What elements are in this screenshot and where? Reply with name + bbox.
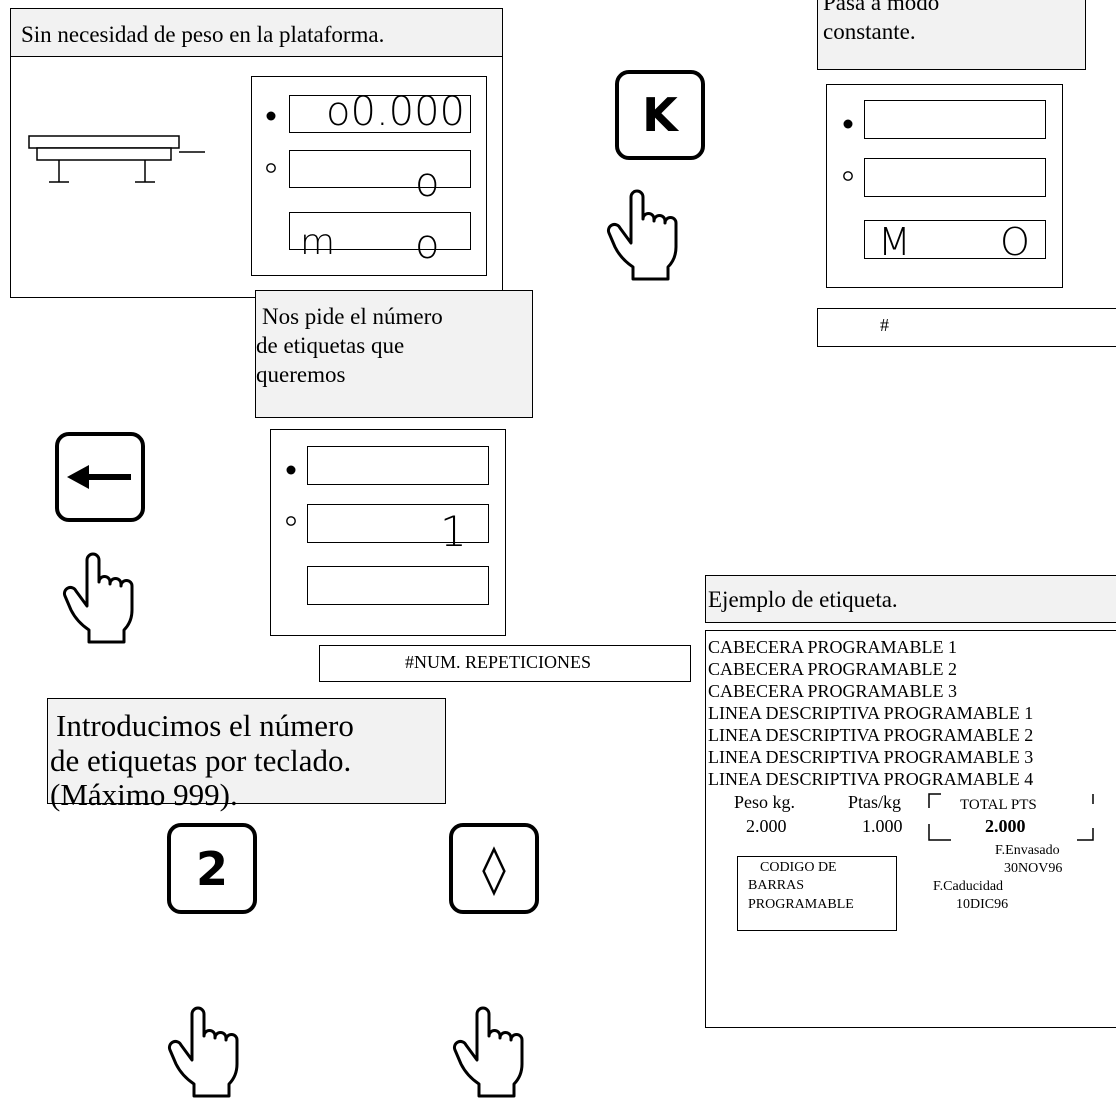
display-1-row3 [289, 212, 471, 250]
label-example [705, 630, 1116, 1028]
diamond-key-label: ◊ [482, 840, 506, 897]
diamond-key-button[interactable]: ◊ [449, 823, 539, 914]
pointing-hand-icon [606, 189, 678, 281]
caption-enter-number-line3: (Máximo 999). [50, 777, 238, 813]
caption-constant-mode-line2: constante. [823, 18, 916, 44]
caducidad-header: F.Caducidad [933, 879, 1004, 894]
display-1-row3-right: o [415, 222, 440, 268]
caption-number-request: Nos pide el número de etiquetas que quer… [255, 290, 533, 418]
digit-2-key-label: 2 [195, 841, 228, 896]
envasado-header: F.Envasado [995, 843, 1060, 858]
status-bar-2 [817, 308, 1116, 347]
barcode-line1: CODIGO DE [760, 860, 837, 875]
label-line: LINEA DESCRIPTIVA PROGRAMABLE 4 [708, 769, 1034, 789]
caption-number-request-line3: queremos [256, 361, 346, 387]
display-2-row2 [864, 158, 1046, 197]
caption-number-request-line1: Nos pide el número [262, 304, 443, 329]
display-1 [251, 76, 487, 276]
label-line: CABECERA PROGRAMABLE 1 [708, 637, 958, 657]
filled-indicator-icon [286, 465, 296, 475]
pointing-hand-icon [167, 1006, 239, 1098]
display-3-row3 [307, 566, 489, 605]
k-key-button[interactable]: K [615, 70, 705, 160]
barcode-box [737, 856, 897, 931]
pointing-hand-icon [452, 1006, 524, 1098]
status-bar-2-text: # [880, 315, 889, 335]
display-2-row1 [864, 100, 1046, 139]
caption-constant-mode-line1: Pasa a modo [823, 0, 940, 15]
caption-number-request-line2: de etiquetas que [256, 332, 405, 358]
filled-indicator-icon [843, 119, 853, 129]
caption-label-example: Ejemplo de etiqueta. [705, 575, 1116, 623]
label-line: LINEA DESCRIPTIVA PROGRAMABLE 2 [708, 725, 1034, 745]
display-3-row1 [307, 446, 489, 485]
left-arrow-key-button[interactable] [55, 432, 145, 522]
display-3 [270, 429, 506, 636]
hollow-indicator-icon [266, 163, 276, 173]
caducidad-value: 10DIC96 [956, 897, 1009, 912]
ptas-value: 1.000 [862, 816, 903, 836]
barcode-line2: BARRAS [748, 878, 805, 893]
caption-enter-number-line1: Introducimos el número [56, 708, 354, 743]
display-1-row1-value: o0.000 [326, 89, 465, 135]
total-header: TOTAL PTS [960, 797, 1037, 813]
digit-2-key-button[interactable]: 2 [167, 823, 257, 914]
display-3-row2-value: 1 [440, 507, 467, 556]
label-lines: CABECERA PROGRAMABLE 1 CABECERA PROGRAMA… [708, 636, 1033, 790]
pointing-hand-icon [62, 552, 134, 644]
ptas-header: Ptas/kg [848, 792, 902, 812]
display-1-row3-left: m [300, 222, 336, 263]
caption-enter-number: Introducimos el número de etiquetas por … [47, 698, 446, 812]
hollow-indicator-icon [843, 171, 853, 181]
k-key-label: K [642, 88, 678, 142]
status-bar-3-text: #NUM. REPETICIONES [405, 652, 592, 672]
peso-value: 2.000 [746, 816, 787, 836]
scale-platform-icon [28, 135, 205, 183]
peso-header: Peso kg. [734, 792, 796, 812]
caption-no-weight-text: Sin necesidad de peso en la plataforma. [21, 22, 385, 47]
display-1-row2-value: o [415, 160, 440, 206]
display-2-row3 [864, 220, 1046, 259]
left-arrow-icon [67, 465, 131, 489]
display-2 [826, 84, 1063, 288]
display-1-row1 [289, 95, 471, 133]
status-bar-3 [319, 645, 691, 682]
display-2-row3-right: O [1000, 220, 1030, 264]
total-brackets [928, 793, 1094, 841]
caption-no-weight: Sin necesidad de peso en la plataforma. [10, 8, 503, 58]
scale-panel [10, 56, 503, 298]
label-line: CABECERA PROGRAMABLE 3 [708, 681, 958, 701]
label-line: LINEA DESCRIPTIVA PROGRAMABLE 3 [708, 747, 1034, 767]
caption-enter-number-line2: de etiquetas por teclado. [50, 742, 352, 778]
display-2-row3-left: M [878, 220, 911, 264]
display-3-row2 [307, 504, 489, 543]
caption-constant-mode: Pasa a modo constante. [817, 0, 1086, 70]
caption-label-example-text: Ejemplo de etiqueta. [708, 587, 898, 612]
display-1-row2 [289, 150, 471, 188]
envasado-value: 30NOV96 [1004, 861, 1063, 876]
total-value: 2.000 [985, 816, 1026, 836]
label-line: CABECERA PROGRAMABLE 2 [708, 659, 958, 679]
label-line: LINEA DESCRIPTIVA PROGRAMABLE 1 [708, 703, 1034, 723]
hollow-indicator-icon [286, 516, 296, 526]
barcode-line3: PROGRAMABLE [748, 897, 854, 912]
filled-indicator-icon [266, 111, 276, 121]
